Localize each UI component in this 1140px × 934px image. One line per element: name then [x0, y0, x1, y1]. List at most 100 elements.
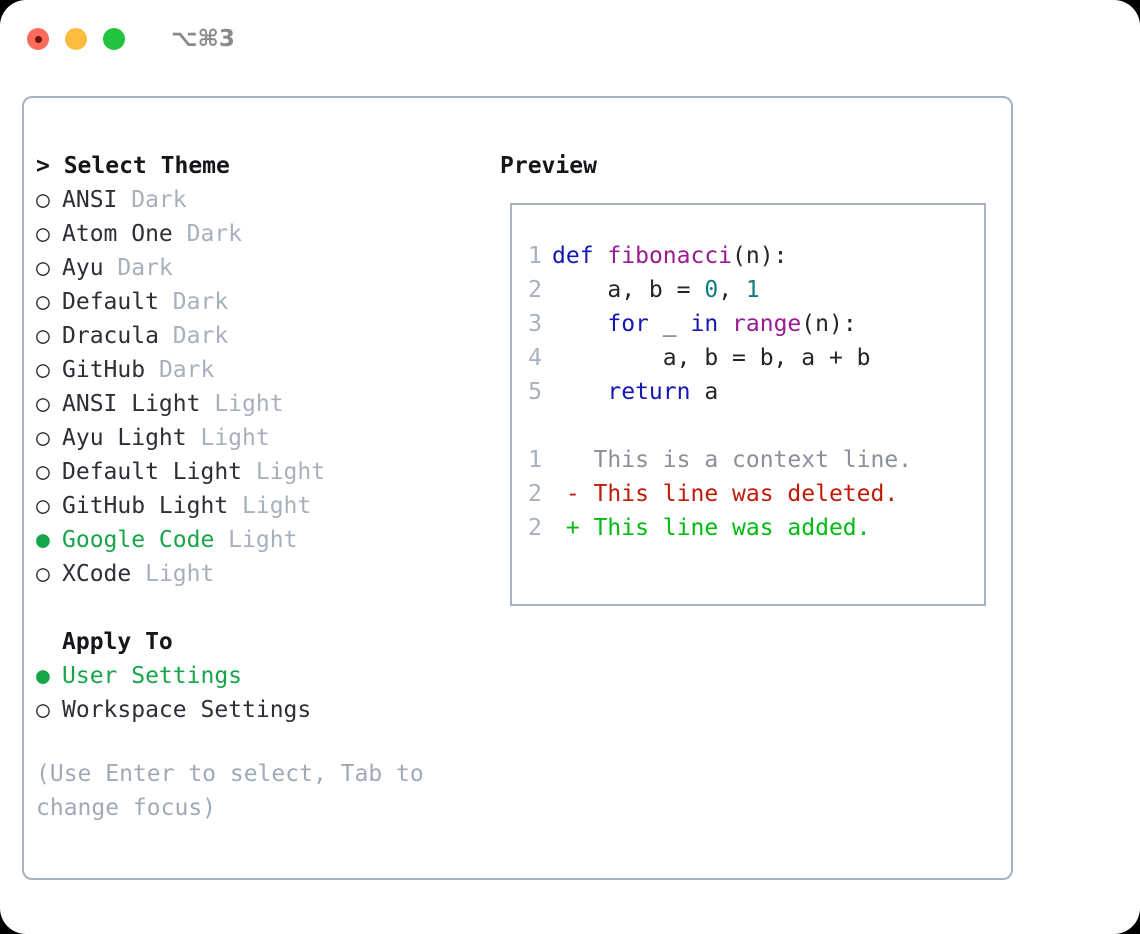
theme-name: ANSI — [62, 187, 118, 213]
radio-selected-icon: ● — [36, 663, 50, 689]
diff-line: 1 This is a context line. — [516, 443, 912, 477]
diff-line: 2 + This line was added. — [516, 511, 912, 545]
diff-line: 2 - This line was deleted. — [516, 477, 912, 511]
diff-text: + This line was added. — [552, 515, 871, 541]
theme-variant-tag: Dark — [158, 323, 229, 349]
title-bar: ⌥⌘3 — [0, 0, 1140, 78]
theme-list[interactable]: ○ ANSI Dark ○ Atom One Dark ○ Ayu Dark ○ Defaul… — [36, 183, 476, 591]
radio-selected-icon: ● — [36, 527, 50, 553]
theme-list-item[interactable]: ●Google Code Light — [36, 523, 476, 557]
line-number: 4 — [528, 345, 542, 371]
theme-name: GitHub Light — [62, 493, 229, 519]
preview-box — [510, 203, 986, 606]
code-line: 3 for _ in range(n): — [516, 307, 912, 341]
theme-list-item[interactable]: ○ GitHub Dark — [36, 353, 476, 387]
line-number: 1 — [528, 243, 542, 269]
code-token: 1 — [745, 277, 760, 303]
apply-to-label: Workspace Settings — [62, 697, 312, 723]
code-token — [552, 311, 607, 337]
theme-name: Atom One — [62, 221, 173, 247]
theme-picker-column: > Select Theme ○ANSI Dark○Atom One Dark○… — [36, 149, 476, 825]
theme-list-item[interactable]: ○Default Light Light — [36, 455, 476, 489]
radio-unselected-icon: ○ — [36, 697, 50, 723]
code-token — [594, 243, 608, 269]
code-token: return — [607, 379, 691, 405]
code-token: _ — [648, 311, 691, 337]
minimize-button[interactable] — [65, 28, 87, 50]
theme-variant-tag: Dark — [172, 221, 243, 247]
theme-name: Ayu — [62, 255, 104, 281]
apply-to-item[interactable]: ○ Workspace Settings — [36, 693, 476, 727]
apply-to-header: Apply To — [62, 629, 173, 655]
theme-variant-tag: Light — [228, 493, 312, 519]
code-token: (n): — [801, 311, 857, 337]
code-token — [718, 311, 732, 337]
radio-unselected-icon: ○ — [36, 323, 50, 349]
apply-to-item[interactable]: ● User Settings — [36, 659, 476, 693]
line-number: 1 — [528, 447, 542, 473]
theme-variant-tag: Dark — [103, 255, 173, 281]
theme-variant-tag: Dark — [117, 187, 187, 213]
maximize-button[interactable] — [103, 28, 125, 50]
line-number: 5 — [528, 379, 542, 405]
theme-name: Default — [62, 289, 159, 315]
radio-unselected-icon: ○ — [36, 425, 50, 451]
theme-name: XCode — [62, 561, 132, 587]
select-theme-header: > Select Theme — [36, 153, 230, 179]
theme-list-item[interactable]: ○XCode Light — [36, 557, 476, 591]
close-button[interactable] — [27, 28, 49, 50]
code-line: 2 a, b = 0, 1 — [516, 273, 912, 307]
apply-to-list[interactable]: ● User Settings ○ Workspace Settings — [36, 659, 476, 727]
theme-variant-tag: Light — [214, 527, 298, 553]
theme-list-item[interactable]: ○ Ayu Dark — [36, 251, 476, 285]
theme-name: Default Light — [62, 459, 243, 485]
radio-unselected-icon: ○ — [36, 357, 50, 383]
code-line: 4 a, b = b, a + b — [516, 341, 912, 375]
theme-list-item[interactable]: ○ Dracula Dark — [36, 319, 476, 353]
code-token — [552, 379, 607, 405]
keyboard-hint-text: (Use Enter to select, Tab to change focu… — [36, 761, 438, 821]
theme-list-item[interactable]: ○ ANSI Dark — [36, 183, 476, 217]
radio-unselected-icon: ○ — [36, 187, 50, 213]
code-token: a — [690, 379, 719, 405]
theme-list-item[interactable]: ○ Default Dark — [36, 285, 476, 319]
theme-variant-tag: Dark — [145, 357, 215, 383]
radio-unselected-icon: ○ — [36, 255, 50, 281]
code-token: for — [607, 311, 649, 337]
theme-variant-tag: Dark — [158, 289, 229, 315]
code-token: fibonacci — [607, 243, 733, 269]
radio-unselected-icon: ○ — [36, 289, 50, 315]
theme-name: GitHub — [62, 357, 146, 383]
theme-name: Dracula — [62, 323, 159, 349]
code-token: in — [690, 311, 719, 337]
theme-list-item[interactable]: ○ Ayu Light Light — [36, 421, 476, 455]
preview-title: Preview — [500, 153, 597, 179]
code-token: a, b = b, a + b — [552, 345, 871, 371]
theme-list-item[interactable]: ○ Atom One Dark — [36, 217, 476, 251]
code-line: 5 return a — [516, 375, 912, 409]
code-token: , — [718, 277, 746, 303]
code-token: a, b = — [552, 277, 705, 303]
theme-list-item[interactable]: ○ANSI Light Light — [36, 387, 476, 421]
code-token: def — [552, 243, 594, 269]
line-number: 2 — [528, 515, 542, 541]
radio-unselected-icon: ○ — [36, 459, 50, 485]
theme-name: Ayu Light — [62, 425, 187, 451]
theme-name: ANSI Light — [62, 391, 201, 417]
diff-text: This is a context line. — [552, 447, 913, 473]
apply-to-label: User Settings — [62, 663, 243, 689]
code-token: (n): — [732, 243, 788, 269]
code-token: range — [732, 311, 802, 337]
line-number: 2 — [528, 277, 542, 303]
theme-variant-tag: Light — [186, 425, 270, 451]
theme-list-item[interactable]: ○ GitHub Light Light — [36, 489, 476, 523]
radio-unselected-icon: ○ — [36, 493, 50, 519]
keyboard-shortcut-label: ⌥⌘3 — [171, 26, 235, 52]
code-blank-line — [516, 409, 912, 443]
radio-unselected-icon: ○ — [36, 221, 50, 247]
code-line: 1 def fibonacci(n): — [516, 239, 912, 273]
radio-unselected-icon: ○ — [36, 391, 50, 417]
